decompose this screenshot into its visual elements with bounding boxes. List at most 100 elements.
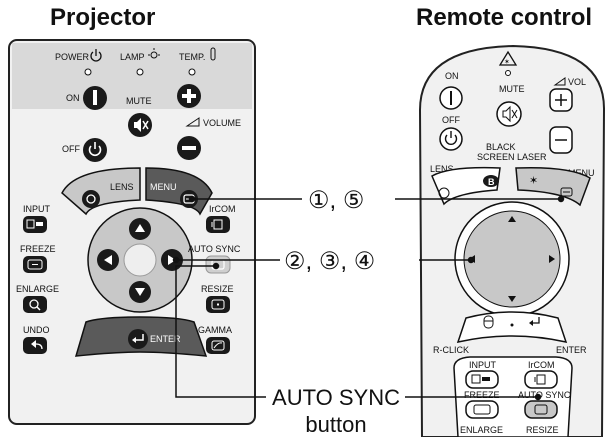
remote-rclick-enter-button[interactable]: [456, 311, 568, 344]
temp-indicator-label: TEMP.: [179, 52, 205, 62]
arrow-steps-callout: ②, ③, ④: [284, 248, 376, 275]
laser-star-icon: ✶: [529, 175, 538, 187]
remote-mute-button[interactable]: [496, 101, 522, 127]
projector-down-button[interactable]: [129, 281, 151, 303]
remote-direction-pad[interactable]: [454, 201, 570, 317]
remote-mute-label: MUTE: [499, 84, 525, 94]
remote-freeze-label: FREEZE: [464, 390, 500, 400]
remote-vol-label: VOL: [553, 77, 586, 87]
remote-up-arrow-icon: [508, 216, 516, 222]
lens-icon: [86, 194, 96, 204]
remote-laser-label: LASER: [517, 152, 547, 162]
remote-black-label: BLACK: [486, 142, 516, 152]
remote-control-title: Remote control: [416, 4, 593, 31]
svg-text:ENLARGE: ENLARGE: [16, 284, 59, 294]
enter-icon: [529, 317, 540, 326]
svg-text:IrCOM: IrCOM: [209, 204, 236, 214]
menu-steps-callout: ①, ⑤: [308, 187, 365, 214]
remote-on-button[interactable]: [439, 86, 463, 110]
auto-sync-callout-line2: button: [305, 412, 367, 437]
projector-ircom-button[interactable]: IrCOM: [206, 204, 236, 233]
mouse-icon: [483, 315, 494, 329]
lamp-indicator-label: LAMP: [120, 52, 145, 62]
svg-text:UNDO: UNDO: [23, 325, 50, 335]
svg-text:B: B: [488, 177, 495, 187]
projector-volume-up-button[interactable]: [177, 84, 201, 108]
projector-mute-button[interactable]: MUTE: [126, 96, 152, 137]
remote-volume-down-button[interactable]: [549, 126, 573, 154]
remote-off-button[interactable]: [439, 127, 463, 151]
undo-icon: [31, 340, 43, 350]
temp-indicator: TEMP.: [179, 47, 216, 76]
remote-ircom-label: IrCOM: [528, 360, 555, 370]
svg-text:✶: ✶: [504, 58, 510, 66]
mute-icon: [134, 118, 149, 132]
auto-sync-leader-left: [175, 265, 266, 398]
remote-menu-label: MENU: [568, 168, 595, 178]
off-label: OFF: [62, 144, 80, 154]
remote-enlarge-label: ENLARGE: [460, 425, 503, 435]
remote-rclick-label: R-CLICK: [433, 345, 469, 355]
mute-label: MUTE: [126, 96, 152, 106]
remote-down-arrow-icon: [508, 296, 516, 302]
lamp-icon: [148, 48, 160, 59]
enter-icon: [132, 334, 144, 343]
remote-lens-label: LENS: [430, 164, 454, 174]
power-symbol-icon: [90, 49, 102, 62]
remote-on-label: ON: [445, 71, 459, 81]
projector-enter-button[interactable]: ENTER: [74, 316, 208, 357]
projector-resize-button[interactable]: RESIZE: [201, 284, 234, 313]
svg-text:VOLUME: VOLUME: [203, 118, 241, 128]
projector-on-button[interactable]: ON: [66, 86, 107, 110]
svg-text:VOL: VOL: [568, 77, 586, 87]
projector-lens-button[interactable]: LENS: [61, 167, 141, 216]
remote-volume-up-button[interactable]: [549, 88, 573, 112]
remote-auto-sync-label: AUTO SYNC: [518, 390, 571, 400]
lens-icon: [438, 187, 450, 199]
remote-ircom-button[interactable]: [524, 370, 558, 389]
freeze-icon: [27, 259, 43, 270]
projector-freeze-button[interactable]: FREEZE: [20, 244, 56, 273]
projector-off-button[interactable]: OFF: [62, 138, 107, 162]
remote-resize-label: RESIZE: [526, 425, 559, 435]
magnifier-icon: [29, 299, 41, 311]
projector-undo-button[interactable]: UNDO: [23, 325, 50, 354]
power-indicator-label: POWER: [55, 52, 90, 62]
thermometer-icon: [210, 47, 216, 61]
standby-icon: [88, 142, 102, 157]
laser-indicator-icon: ✶: [498, 50, 518, 76]
power-indicator: POWER: [55, 49, 102, 76]
svg-text:GAMMA: GAMMA: [198, 325, 232, 335]
svg-text:MENU: MENU: [150, 182, 177, 192]
lamp-indicator: LAMP: [120, 48, 160, 76]
svg-text:FREEZE: FREEZE: [20, 244, 56, 254]
projector-enlarge-button[interactable]: ENLARGE: [16, 284, 59, 313]
remote-off-label: OFF: [442, 115, 460, 125]
gamma-icon: [211, 340, 225, 351]
projector-up-button[interactable]: [129, 218, 151, 240]
remote-laser-menu-button[interactable]: ✶: [515, 166, 591, 207]
projector-volume-down-button[interactable]: [177, 136, 201, 160]
menu-icon: [560, 187, 573, 197]
svg-text:AUTO SYNC: AUTO SYNC: [188, 244, 241, 254]
remote-screen-label: SCREEN: [477, 152, 515, 162]
svg-text:ENTER: ENTER: [150, 334, 181, 344]
callout-lines: [172, 195, 565, 401]
remote-enter-label: ENTER: [556, 345, 587, 355]
on-label: ON: [66, 93, 80, 103]
remote-freeze-button[interactable]: [465, 400, 499, 419]
projector-volume-label: VOLUME: [185, 117, 241, 128]
remote-auto-sync-button[interactable]: [524, 400, 558, 419]
remote-input-button[interactable]: [465, 370, 499, 389]
remote-input-label: INPUT: [469, 360, 497, 370]
projector-gamma-button[interactable]: GAMMA: [198, 325, 232, 354]
ircom-icon: [211, 219, 223, 230]
auto-sync-callout-line1: AUTO SYNC: [272, 385, 400, 410]
projector-input-button[interactable]: INPUT: [23, 204, 51, 233]
remote-right-arrow-icon: [549, 255, 555, 263]
projector-left-button[interactable]: [97, 249, 119, 271]
svg-text:RESIZE: RESIZE: [201, 284, 234, 294]
input-icon: [26, 219, 43, 229]
svg-text:INPUT: INPUT: [23, 204, 51, 214]
